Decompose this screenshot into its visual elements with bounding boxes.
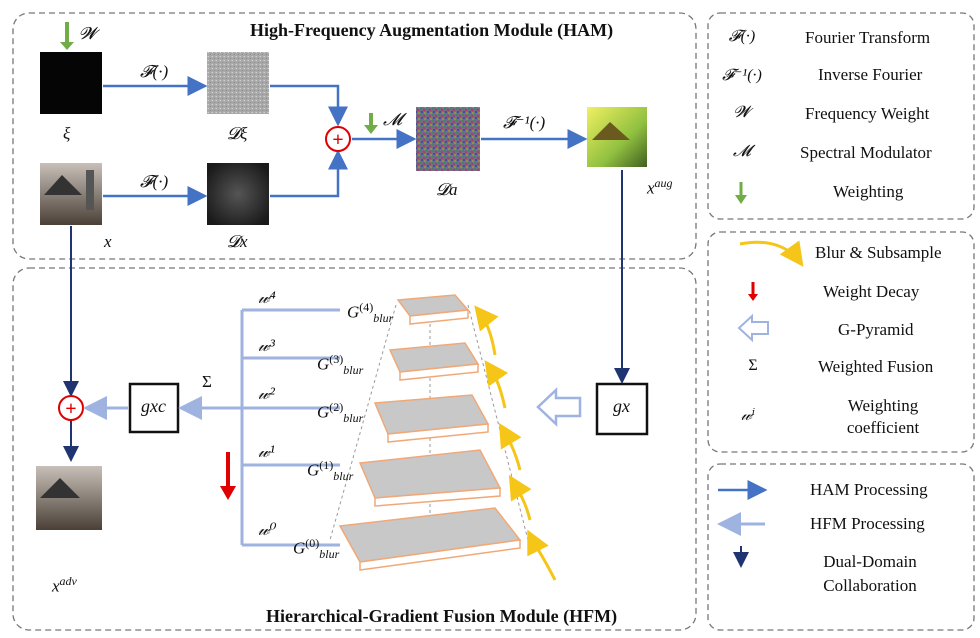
legend-pyramid-label: G-Pyramid (838, 320, 914, 339)
legend1-frame (707, 12, 975, 220)
weight-w2-label: 𝓌² (258, 384, 275, 403)
legend-weighting-label: Weighting (833, 182, 904, 201)
x-aug-roof (592, 122, 630, 140)
legend-pyramid-icon (737, 313, 769, 343)
legend-decay-icon-head (748, 294, 758, 301)
legend-M-sym: 𝓜 (733, 143, 751, 160)
blur-label-2: G(2)blur (317, 400, 364, 426)
weight-tree (240, 308, 340, 547)
legend3-frame (707, 463, 975, 631)
weight-W-label: 𝓦 (79, 24, 97, 43)
legend-W-sym: 𝓦 (733, 104, 751, 121)
legend-W-label: Frequency Weight (805, 104, 930, 123)
x-adv-label: xadv (52, 574, 77, 596)
D-x-label: 𝓓x (227, 232, 248, 251)
arrow-Dxi-sum (270, 84, 348, 127)
legend-fusion-label: Weighted Fusion (818, 357, 934, 376)
D-a-label: 𝓓a (436, 180, 458, 199)
D-xi-label: 𝓓ξ (227, 124, 248, 143)
blur-label-0: G(0)blur (293, 536, 340, 562)
xi-noise-image (40, 52, 102, 114)
legend-ham-label: HAM Processing (810, 480, 928, 499)
gxc-box (128, 382, 180, 434)
xi-label: ξ (63, 124, 71, 143)
legend-sigma-sym: Σ (748, 357, 758, 374)
fourier-label-2: 𝓕(·) (140, 172, 169, 191)
x-aug-label: xaug (647, 176, 673, 198)
weight-w0-label: 𝓌⁰ (258, 520, 277, 539)
weight-w3-label: 𝓌³ (258, 336, 275, 355)
weight-w1-label: 𝓌¹ (258, 442, 275, 461)
blur-label-1: G(1)blur (307, 458, 354, 484)
ham-title: High-Frequency Augmentation Module (HAM) (250, 20, 614, 40)
x-adv-roof (40, 478, 80, 498)
inv-fourier-label: 𝓕⁻¹(·) (503, 113, 546, 132)
legend-fourier-label: Fourier Transform (805, 28, 931, 47)
legend-weight-icon-head (735, 195, 747, 204)
weight-w4-label: 𝓌⁴ (258, 288, 276, 307)
sum-node-ham (325, 126, 351, 152)
legend-hfm-label: HFM Processing (810, 514, 925, 533)
sum-plus-hfm: + (65, 398, 76, 420)
x-barn-roof (44, 175, 82, 195)
legend-inv-fourier-label: Inverse Fourier (818, 65, 923, 84)
legend2-frame (707, 231, 975, 453)
blur-label-4: G(4)blur (347, 300, 394, 326)
legend-blur-label: Blur & Subsample (815, 243, 942, 262)
gx-label: gx (613, 396, 630, 416)
decay-arrow-head (220, 486, 236, 500)
pyramid-plates (338, 294, 522, 571)
D-x-image (207, 163, 269, 225)
D-xi-image (207, 52, 269, 114)
arrow-Dx-sum (270, 149, 348, 198)
legend-inv-fourier-sym: 𝓕⁻¹(·) (722, 67, 762, 84)
hfm-frame (12, 267, 697, 631)
sum-plus-ham: + (332, 129, 343, 151)
D-a-image (416, 107, 480, 171)
hfm-title: Hierarchical-Gradient Fusion Module (HFM… (266, 606, 618, 626)
legend-fourier-sym: 𝓕(·) (728, 28, 756, 45)
legend-wi-label: Weighting coefficient (846, 396, 920, 437)
ham-frame (12, 12, 697, 260)
blur-label-3: G(3)blur (317, 352, 364, 378)
gx-box (595, 382, 649, 436)
modulator-label: 𝓜 (383, 110, 403, 129)
weight-arrow-M-head (364, 125, 378, 134)
legend-M-label: Spectral Modulator (800, 143, 932, 162)
legend-blur-icon (739, 240, 804, 267)
gxc-label: gxc (141, 396, 166, 416)
legend-decay-label: Weight Decay (823, 282, 920, 301)
g-pyramid-arrow (536, 387, 582, 427)
weight-arrow-W-head (60, 42, 74, 50)
blur-arrows (474, 305, 557, 581)
fourier-label-1: 𝓕(·) (140, 62, 169, 81)
x-label: x (104, 232, 112, 251)
legend-dual-label: Dual-Domain Collaboration (823, 552, 917, 595)
legend-wi-sym: 𝓌ⁱ (740, 407, 756, 424)
sigma-label: Σ (202, 372, 212, 391)
x-barn-silo (86, 170, 94, 210)
